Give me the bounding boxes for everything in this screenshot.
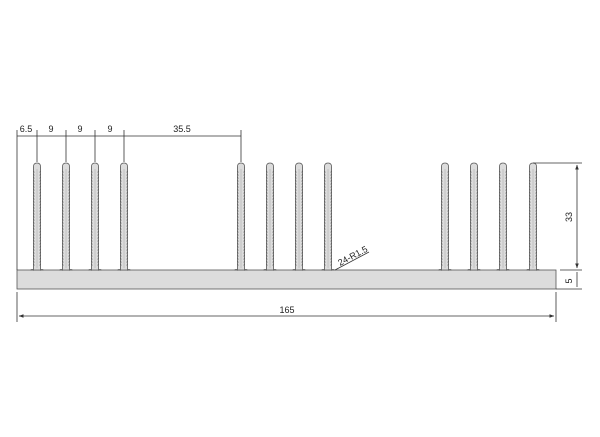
heatsink-fin (496, 162, 510, 271)
pitch-label-5: 35.5 (173, 124, 191, 134)
root-radius-label: 24-R1.5 (336, 244, 369, 268)
heatsink-fin (263, 162, 277, 271)
pitch-label-2: 9 (48, 124, 53, 134)
heatsink-fin (321, 162, 335, 271)
heatsink-fin (526, 162, 540, 271)
heatsink-fin (292, 162, 306, 271)
pitch-label-4: 9 (107, 124, 112, 134)
dimension-lines (16, 130, 582, 322)
radius-leader-line (334, 251, 370, 271)
heatsink-fin (59, 162, 73, 271)
heatsink-fin (467, 162, 481, 271)
heatsink-base (16, 269, 557, 290)
heatsink-fin (438, 162, 452, 271)
heatsink-profile (16, 162, 557, 290)
total-width-label: 165 (279, 305, 294, 315)
heatsink-fin (117, 162, 131, 271)
pitch-label-1: 6.5 (20, 124, 33, 134)
heatsink-fin (234, 162, 248, 271)
pitch-label-3: 9 (77, 124, 82, 134)
fin-height-label: 33 (564, 212, 574, 222)
heatsink-fin (30, 162, 44, 271)
heatsink-fin (88, 162, 102, 271)
base-thickness-label: 5 (564, 278, 574, 283)
